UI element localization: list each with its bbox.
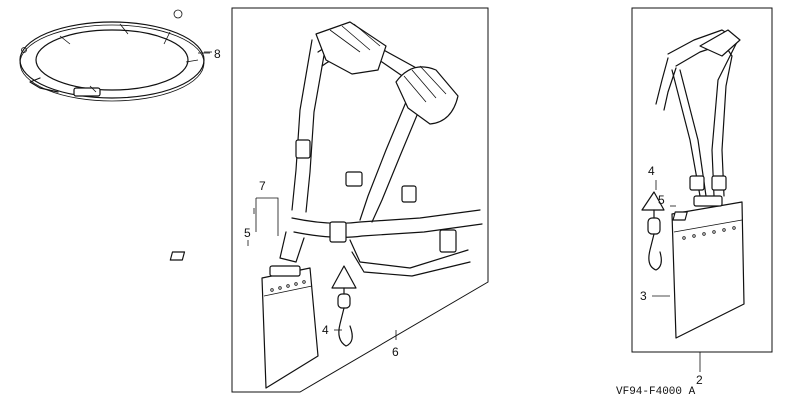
callout-ring: 8 (214, 47, 221, 61)
tag-left-bracket (255, 197, 279, 236)
callout-pad-right: 3 (640, 289, 647, 303)
label-right (672, 211, 688, 221)
harness-frame-box (231, 7, 489, 393)
hook-left (331, 265, 357, 347)
callout-shoulder-strap: 2 (696, 373, 703, 387)
callout-label-left: 5 (244, 226, 251, 240)
callout-hook-right: 4 (648, 164, 655, 178)
callout-hook-left: 4 (322, 323, 329, 337)
shoulder-strap (655, 29, 745, 339)
callout-label-right: 5 (658, 193, 665, 207)
hook-right (641, 191, 665, 271)
drawing-code: VF94-F4000 A (616, 386, 696, 398)
label-left (169, 251, 186, 261)
harness-assembly (261, 21, 483, 389)
hip-ring (19, 9, 212, 102)
leader-lines (198, 52, 701, 372)
callout-harness: 6 (392, 345, 399, 359)
shoulder-strap-box (631, 7, 773, 353)
callout-tag-left: 7 (259, 179, 266, 193)
